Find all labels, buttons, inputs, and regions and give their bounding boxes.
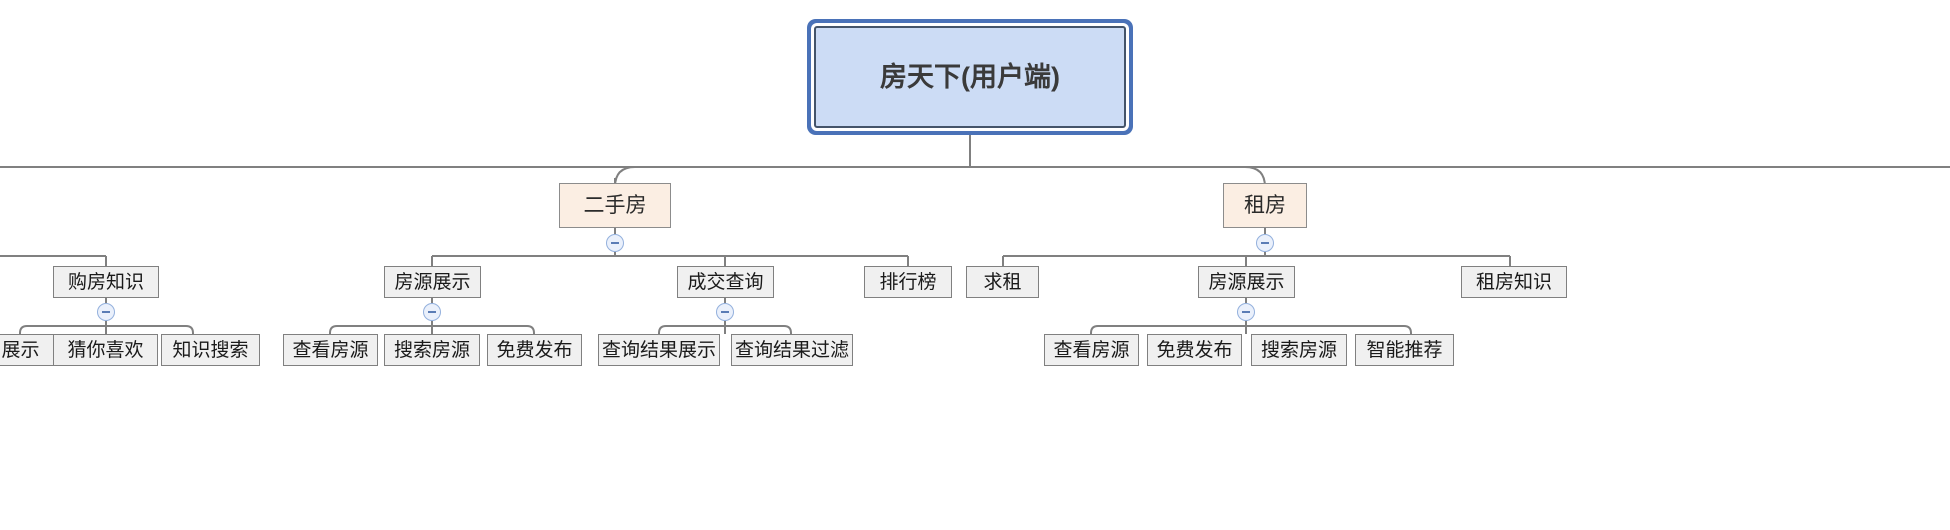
leaf-sousuofangyuan-zufang-label: 搜索房源 bbox=[1260, 339, 1337, 361]
node-qiuzu[interactable]: 求租 bbox=[966, 266, 1039, 298]
leaf-zhishisousuo-label: 知识搜索 bbox=[172, 339, 249, 361]
leaf-mianfeifabu-zufang[interactable]: 免费发布 bbox=[1147, 334, 1242, 366]
collapse-toggle-chengjiaochaxun[interactable] bbox=[716, 303, 734, 321]
collapse-toggle-goufangzhishi[interactable] bbox=[97, 303, 115, 321]
leaf-cainixihuan[interactable]: 猜你喜欢 bbox=[53, 334, 158, 366]
leaf-sousuofangyuan-ershoufang-label: 搜索房源 bbox=[393, 339, 470, 361]
node-chengjiaochaxun-label: 成交查询 bbox=[687, 271, 764, 293]
leaf-chaxunjieguoguolv[interactable]: 查询结果过滤 bbox=[731, 334, 853, 366]
leaf-zhinengtuijian-label: 智能推荐 bbox=[1366, 339, 1443, 361]
minus-icon bbox=[721, 311, 729, 313]
node-zufang[interactable]: 租房 bbox=[1223, 183, 1307, 228]
leaf-zhinengtuijian[interactable]: 智能推荐 bbox=[1355, 334, 1454, 366]
leaf-chaxunjieguoguolv-label: 查询结果过滤 bbox=[734, 339, 849, 361]
minus-icon bbox=[428, 311, 436, 313]
node-zufang-label: 租房 bbox=[1244, 194, 1286, 217]
collapse-toggle-fangyuanzhanshi-ershoufang[interactable] bbox=[423, 303, 441, 321]
leaf-sousuofangyuan-ershoufang[interactable]: 搜索房源 bbox=[384, 334, 480, 366]
leaf-sousuofangyuan-zufang[interactable]: 搜索房源 bbox=[1251, 334, 1347, 366]
node-fangyuanzhanshi-ershoufang[interactable]: 房源展示 bbox=[384, 266, 481, 298]
leaf-zhanshi-label: 展示 bbox=[1, 339, 40, 361]
node-goufangzhishi-label: 购房知识 bbox=[67, 271, 144, 293]
node-zufangzhishi[interactable]: 租房知识 bbox=[1461, 266, 1567, 298]
leaf-mianfeifabu-zufang-label: 免费发布 bbox=[1156, 339, 1233, 361]
leaf-cainixihuan-label: 猜你喜欢 bbox=[67, 339, 144, 361]
node-fangyuanzhanshi-zufang-label: 房源展示 bbox=[1208, 271, 1285, 293]
leaf-zhishisousuo[interactable]: 知识搜索 bbox=[161, 334, 260, 366]
minus-icon bbox=[611, 242, 619, 244]
leaf-chaxunjieguozhanshi[interactable]: 查询结果展示 bbox=[598, 334, 720, 366]
leaf-mianfeifabu-ershoufang[interactable]: 免费发布 bbox=[487, 334, 582, 366]
collapse-toggle-ershoufang[interactable] bbox=[606, 234, 624, 252]
root-node[interactable]: 房天下(用户端) bbox=[814, 26, 1126, 128]
collapse-toggle-fangyuanzhanshi-zufang[interactable] bbox=[1237, 303, 1255, 321]
node-fangyuanzhanshi-ershoufang-label: 房源展示 bbox=[394, 271, 471, 293]
collapse-toggle-zufang[interactable] bbox=[1256, 234, 1274, 252]
leaf-mianfeifabu-ershoufang-label: 免费发布 bbox=[496, 339, 573, 361]
leaf-chaxunjieguozhanshi-label: 查询结果展示 bbox=[601, 339, 716, 361]
root-node-label: 房天下(用户端) bbox=[880, 61, 1060, 92]
node-ershoufang[interactable]: 二手房 bbox=[559, 183, 671, 228]
node-paihangbang-label: 排行榜 bbox=[879, 271, 937, 293]
leaf-chakanfangyuan-zufang-label: 查看房源 bbox=[1053, 339, 1130, 361]
minus-icon bbox=[1242, 311, 1250, 313]
node-ershoufang-label: 二手房 bbox=[583, 194, 647, 217]
node-goufangzhishi[interactable]: 购房知识 bbox=[53, 266, 159, 298]
node-qiuzu-label: 求租 bbox=[983, 271, 1022, 293]
node-paihangbang[interactable]: 排行榜 bbox=[864, 266, 952, 298]
leaf-chakanfangyuan-ershoufang[interactable]: 查看房源 bbox=[283, 334, 378, 366]
minus-icon bbox=[1261, 242, 1269, 244]
node-chengjiaochaxun[interactable]: 成交查询 bbox=[677, 266, 774, 298]
node-fangyuanzhanshi-zufang[interactable]: 房源展示 bbox=[1198, 266, 1295, 298]
minus-icon bbox=[102, 311, 110, 313]
node-zufangzhishi-label: 租房知识 bbox=[1475, 271, 1552, 293]
leaf-chakanfangyuan-zufang[interactable]: 查看房源 bbox=[1044, 334, 1139, 366]
leaf-chakanfangyuan-ershoufang-label: 查看房源 bbox=[292, 339, 369, 361]
